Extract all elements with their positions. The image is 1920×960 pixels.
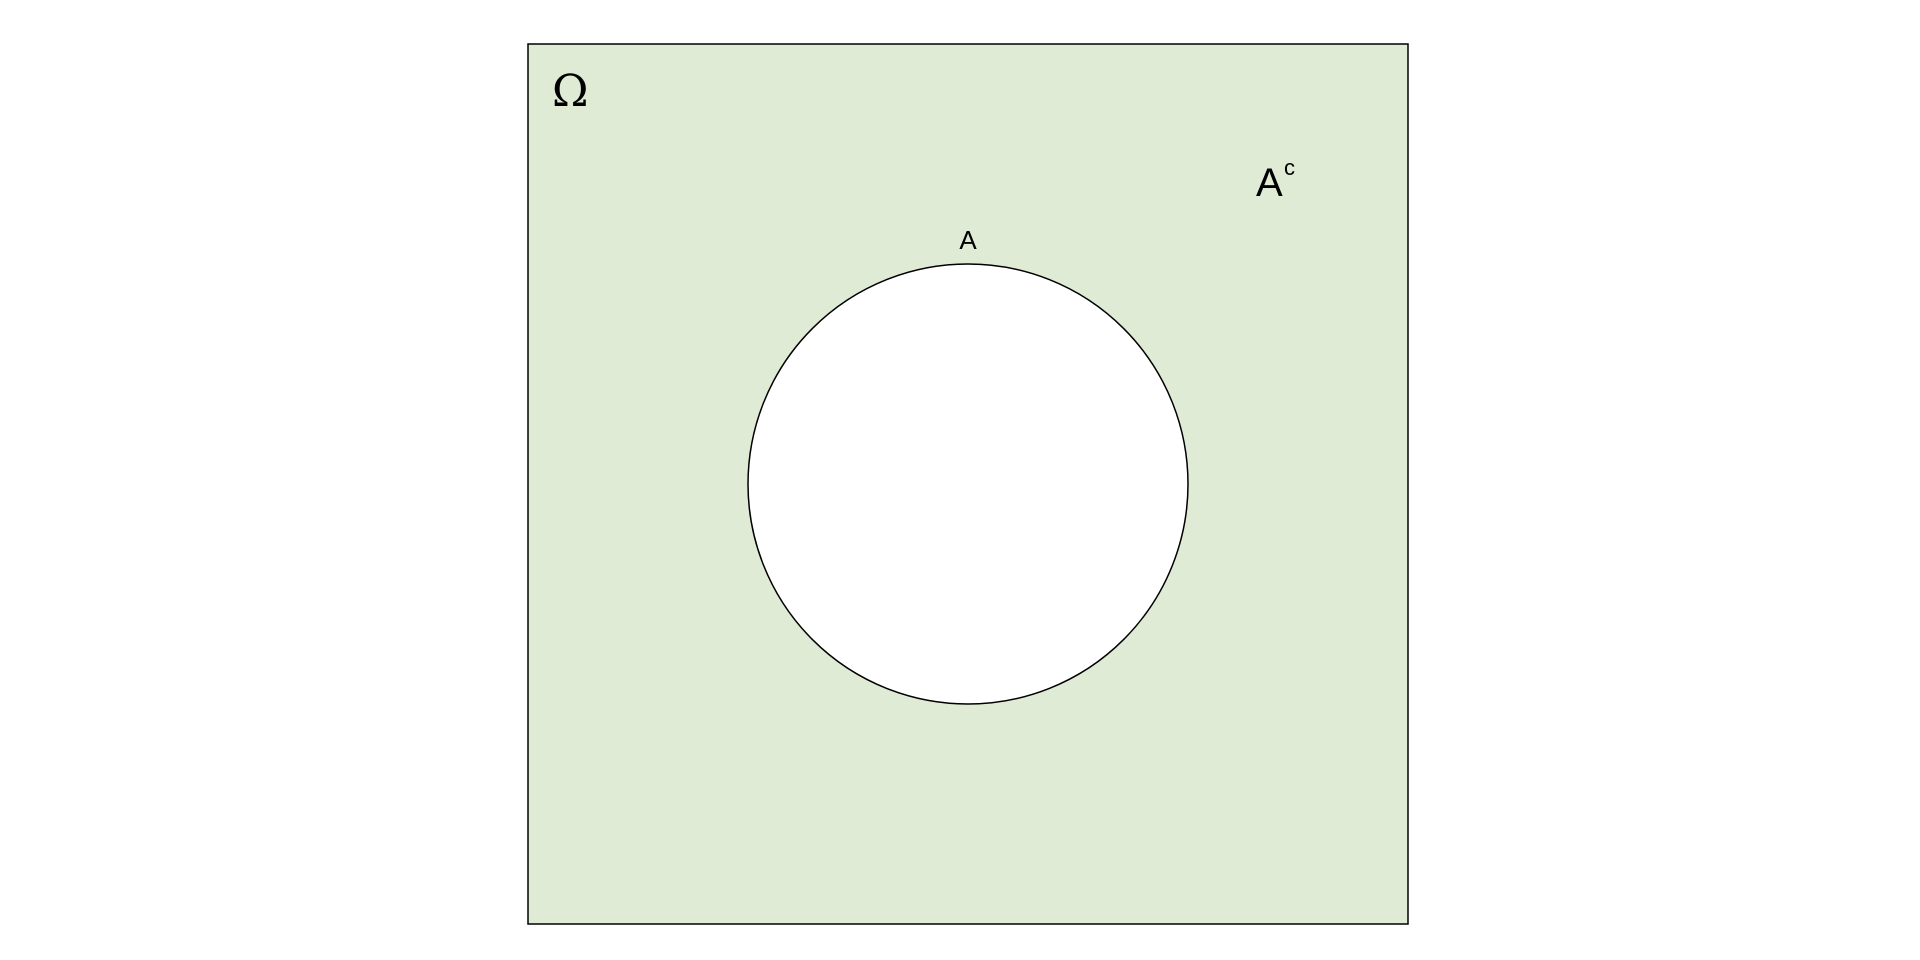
complement-label-superscript: c xyxy=(1284,155,1295,180)
complement-label-base: A xyxy=(1256,161,1283,205)
set-a-label: A xyxy=(959,225,977,255)
complement-label: A xyxy=(1256,161,1283,205)
set-a-region xyxy=(747,263,1189,705)
universe-label: Ω xyxy=(552,66,588,117)
